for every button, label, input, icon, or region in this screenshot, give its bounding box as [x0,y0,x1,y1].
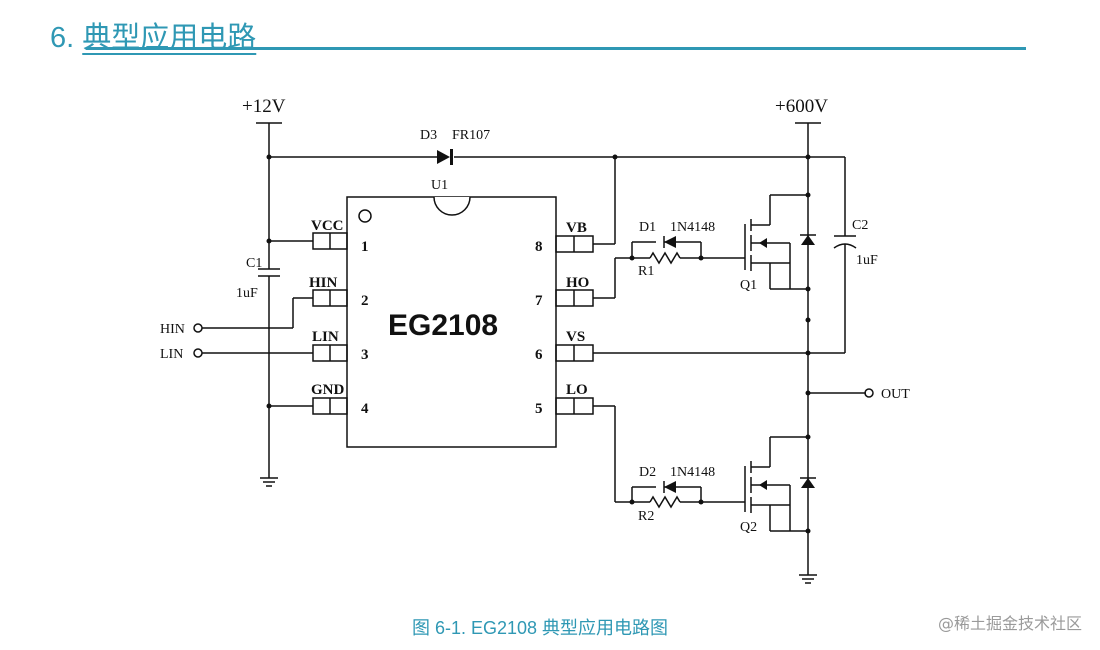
d1-value: 1N4148 [670,220,715,235]
pin-number-5: 5 [535,401,543,417]
r1-label: R1 [638,264,654,279]
pin-number-8: 8 [535,239,543,255]
pin-number-1: 1 [361,239,369,255]
d3-value: FR107 [452,128,490,143]
pin-label-hin: HIN [309,275,338,291]
out-terminal [864,388,874,398]
pin-number-4: 4 [361,401,369,417]
pin-label-vcc: VCC [311,218,344,234]
ic-ref-label: U1 [431,178,448,193]
pin-label-vb: VB [566,220,587,236]
d2-diode [664,481,676,493]
lin-input-label: LIN [160,347,183,362]
r1-resistor [649,251,681,265]
d1-diode [664,236,676,248]
out-label: OUT [881,387,910,402]
pin-number-3: 3 [361,347,369,363]
c2-label: C2 [852,218,868,233]
pin-label-lo: LO [566,382,588,398]
d3-diode [437,150,450,164]
section-number: 6. [50,22,75,54]
d2-value: 1N4148 [670,465,715,480]
d1-label: D1 [639,220,656,235]
d2-label: D2 [639,465,656,480]
q2-label: Q2 [740,520,757,535]
r2-resistor [649,495,681,509]
figure-caption: 图 6-1. EG2108 典型应用电路图 [411,618,669,638]
supply-600v-label: +600V [775,96,828,117]
q1-label: Q1 [740,278,757,293]
supply-12v-label: +12V [242,96,286,117]
c1-label: C1 [246,256,262,271]
lin-terminal [193,348,203,358]
d3-label: D3 [420,128,437,143]
ic-name: EG2108 [388,309,498,342]
pin-number-2: 2 [361,293,369,309]
c2-value: 1uF [856,253,878,268]
watermark: @稀土掘金技术社区 [937,614,1082,633]
pin1-marker [358,209,372,223]
pin-label-vs: VS [566,329,585,345]
c1-value: 1uF [236,286,258,301]
pin-number-6: 6 [535,347,543,363]
pin-label-gnd: GND [311,382,345,398]
r2-label: R2 [638,509,654,524]
hin-input-label: HIN [160,322,185,337]
pin-number-7: 7 [535,293,543,309]
heading-rule [86,47,1026,50]
hin-terminal [193,323,203,333]
pin-label-ho: HO [566,275,589,291]
pin-label-lin: LIN [312,329,339,345]
